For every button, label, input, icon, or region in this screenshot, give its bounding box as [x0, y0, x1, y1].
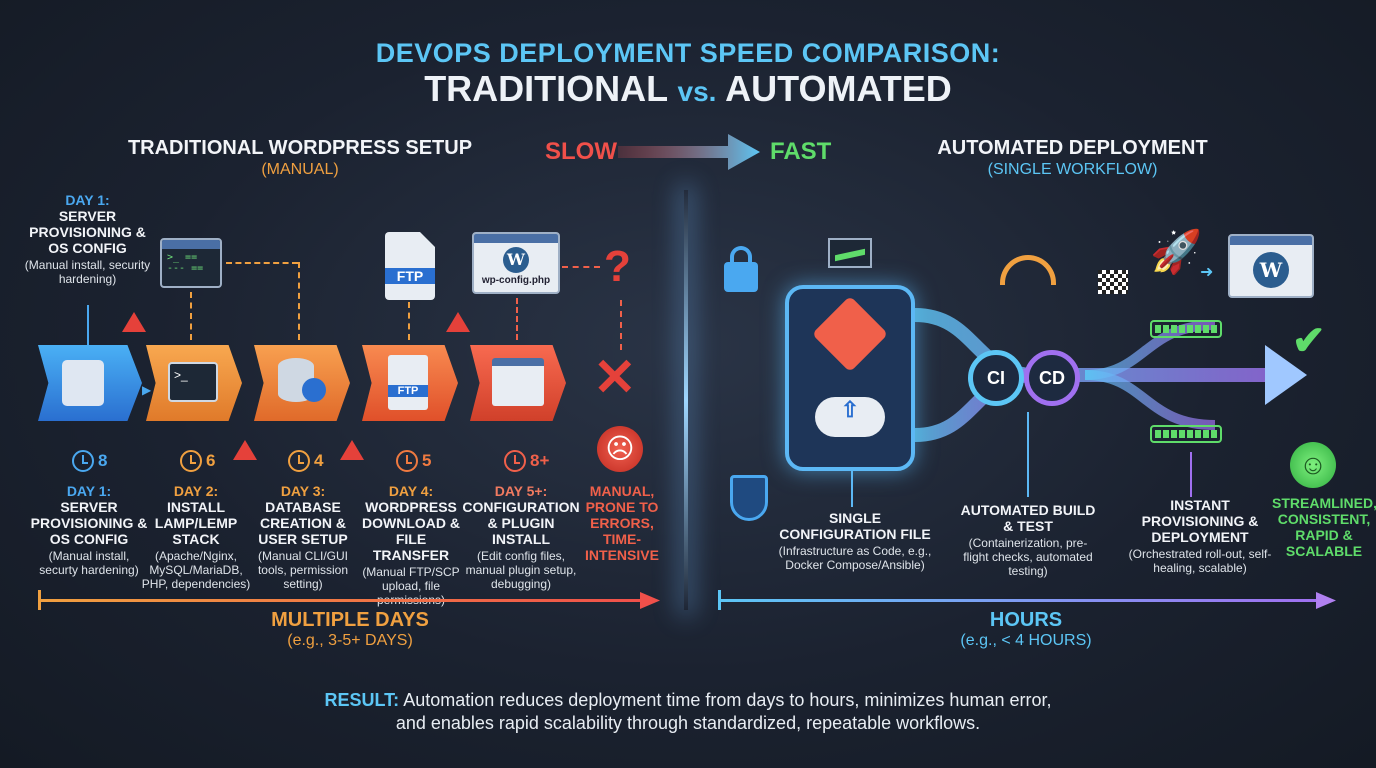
- right-title: AUTOMATED DEPLOYMENT: [937, 137, 1208, 159]
- step-label-1: DAY 1:SERVER PROVISIONING & OS CONFIG(Ma…: [30, 483, 148, 577]
- clock-step-1: 8: [72, 450, 107, 472]
- clock-icon: [396, 450, 418, 472]
- title-automated: AUTOMATED: [725, 68, 952, 109]
- result-text-1: Automation reduces deployment time from …: [403, 690, 1052, 710]
- dashed-connector: [620, 300, 622, 350]
- sad-face-icon: ☹: [597, 426, 643, 472]
- right-timeline-label: HOURS: [989, 609, 1063, 631]
- cd-icon: CD: [1024, 350, 1080, 406]
- checkered-flag-icon: [1098, 270, 1128, 294]
- arrow-icon: ➜: [1200, 264, 1214, 281]
- clock-icon: [504, 450, 526, 472]
- warning-icon: [233, 440, 257, 460]
- fast-label: FAST: [770, 138, 832, 165]
- left-subtitle: (MANUAL): [261, 161, 339, 178]
- progress-bar: [1150, 425, 1222, 443]
- database-user-icon: [278, 358, 326, 402]
- stage-label-deploy: INSTANT PROVISIONING & DEPLOYMENT(Orches…: [1128, 497, 1272, 575]
- clock-icon: [72, 450, 94, 472]
- gauge-icon: [1000, 255, 1056, 285]
- right-timeline-arrow: [718, 590, 1336, 610]
- slow-label: SLOW: [545, 138, 617, 165]
- result-label: RESULT:: [324, 690, 400, 710]
- connector-line: [87, 305, 89, 345]
- title-line2: TRADITIONAL vs. AUTOMATED: [0, 68, 1376, 110]
- step-label-3: DAY 3:DATABASE CREATION & USER SETUP(Man…: [257, 483, 349, 591]
- ftp-file-icon: FTP: [385, 232, 435, 300]
- dashed-connector: [408, 302, 410, 340]
- lock-icon: [724, 246, 758, 292]
- step-label-5: DAY 5+:CONFIGURATION & PLUGIN INSTALL(Ed…: [462, 483, 580, 591]
- git-icon: [811, 295, 889, 373]
- connector-line: [1190, 452, 1192, 497]
- callout-title: SERVER PROVISIONING & OS CONFIG: [29, 208, 146, 256]
- dashed-connector: [226, 262, 298, 264]
- left-timeline-label: MULTIPLE DAYS: [271, 609, 429, 631]
- left-outcome: MANUAL, PRONE TO ERRORS, TIME-INTENSIVE: [585, 483, 659, 563]
- ci-icon: CI: [968, 350, 1024, 406]
- terminal-window-icon: >_ ==--- ==: [160, 238, 222, 288]
- top-callout: DAY 1: SERVER PROVISIONING & OS CONFIG (…: [20, 192, 155, 286]
- warning-icon: [446, 312, 470, 332]
- result-line1: RESULT: Automation reduces deployment ti…: [0, 690, 1376, 711]
- left-timeline-example: (e.g., 3-5+ DAYS): [287, 632, 413, 649]
- cloud-upload-icon: ⇧: [815, 397, 885, 437]
- checkmark-icon: ✔: [1292, 319, 1326, 363]
- step-label-4: DAY 4:WORDPRESS DOWNLOAD & FILE TRANSFER…: [362, 483, 460, 607]
- left-timeline-arrow: [38, 590, 660, 610]
- clock-step-2: 6: [180, 450, 215, 472]
- title-vs: vs.: [677, 76, 717, 107]
- terminal-icon: >_: [168, 362, 218, 402]
- progress-bar: [1150, 320, 1222, 338]
- shield-icon: [730, 475, 768, 521]
- rocket-icon: 🚀: [1150, 228, 1203, 275]
- question-mark-icon: ?: [604, 242, 631, 291]
- connector-line: [1027, 412, 1029, 497]
- dashed-connector: [562, 266, 600, 268]
- divider-glow: [684, 190, 688, 610]
- x-mark-icon: ✕: [593, 349, 637, 407]
- title-traditional: TRADITIONAL: [424, 68, 668, 109]
- step-label-2: DAY 2:INSTALL LAMP/LEMP STACK(Apache/Ngi…: [141, 483, 251, 591]
- smiley-face-icon: ☺: [1290, 442, 1336, 488]
- stage-label-build: AUTOMATED BUILD & TEST(Containerization,…: [960, 502, 1096, 578]
- right-timeline-example: (e.g., < 4 HOURS): [960, 632, 1092, 649]
- clock-step-5: 8+: [504, 450, 549, 472]
- warning-icon: [122, 312, 146, 332]
- warning-icon: [340, 440, 364, 460]
- clock-icon: [180, 450, 202, 472]
- result-line2: and enables rapid scalability through st…: [395, 713, 981, 733]
- connector-line: [851, 471, 853, 507]
- clock-step-4: 5: [396, 450, 431, 472]
- chart-window-icon: [828, 238, 872, 268]
- left-title: TRADITIONAL WORDPRESS SETUP: [127, 137, 473, 159]
- callout-day: DAY 1:: [65, 192, 110, 208]
- clock-step-3: 4: [288, 450, 323, 472]
- title-line1: DEVOPS DEPLOYMENT SPEED COMPARISON:: [375, 38, 1001, 68]
- right-subtitle: (SINGLE WORKFLOW): [987, 161, 1158, 178]
- config-file-box: ⇧: [785, 285, 915, 471]
- wordpress-browser-icon: W: [1228, 234, 1314, 298]
- dashed-connector: [516, 298, 518, 340]
- config-file-icon: [492, 358, 544, 406]
- speed-arrow-icon: [618, 134, 760, 170]
- right-outcome: STREAMLINED, CONSISTENT, RAPID & SCALABL…: [1272, 495, 1376, 559]
- stage-label-config: SINGLE CONFIGURATION FILE(Infrastructure…: [778, 510, 932, 572]
- dashed-connector: [190, 292, 192, 340]
- callout-desc: (Manual install, security hardening): [24, 258, 151, 286]
- arrow-icon: ▶: [142, 383, 152, 397]
- clock-icon: [288, 450, 310, 472]
- server-gear-icon: [62, 360, 104, 406]
- ftp-icon: FTP: [388, 355, 428, 410]
- dashed-connector: [298, 262, 300, 340]
